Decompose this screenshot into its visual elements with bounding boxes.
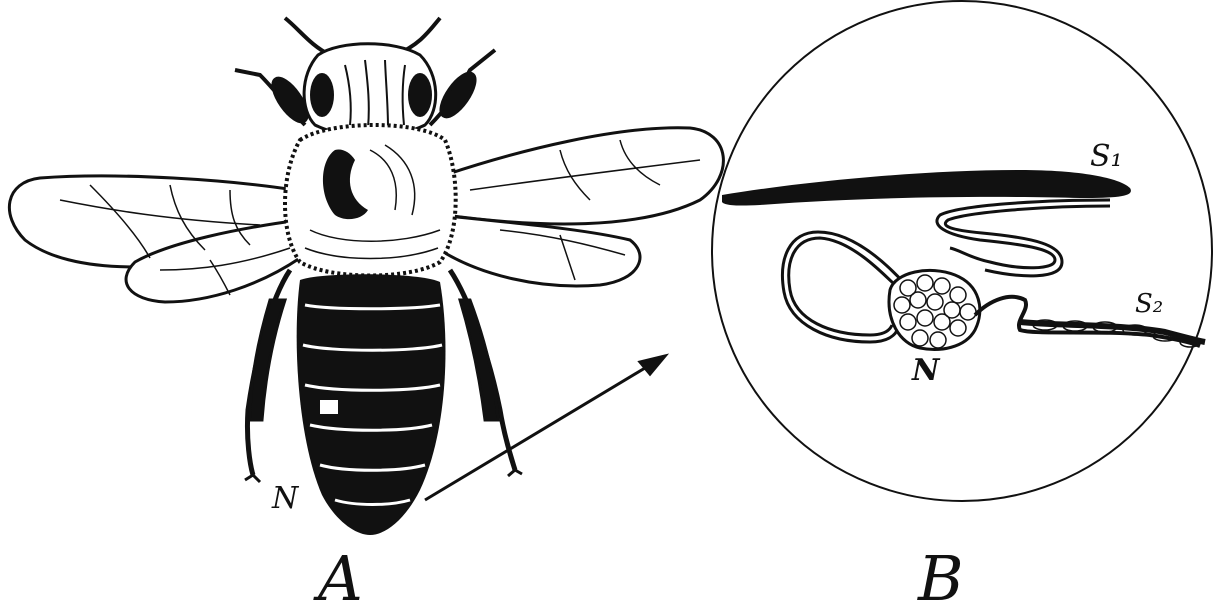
panel-label-a: A (313, 542, 363, 615)
pointer-arrow (425, 356, 665, 500)
label-s1: S₁ (1090, 139, 1123, 174)
bee-head (304, 44, 436, 137)
bee-thorax (285, 125, 456, 276)
bee-illustration (9, 18, 723, 535)
label-s2: S₂ (1135, 289, 1163, 319)
ganglion-cluster (889, 270, 980, 349)
left-wings (9, 176, 300, 302)
magnified-detail (712, 1, 1212, 501)
right-wings (440, 128, 723, 286)
panel-label-b: B (917, 542, 964, 615)
label-n-circle: N (911, 353, 941, 388)
label-n-bee: N (271, 481, 300, 516)
bee-abdomen (297, 274, 446, 535)
